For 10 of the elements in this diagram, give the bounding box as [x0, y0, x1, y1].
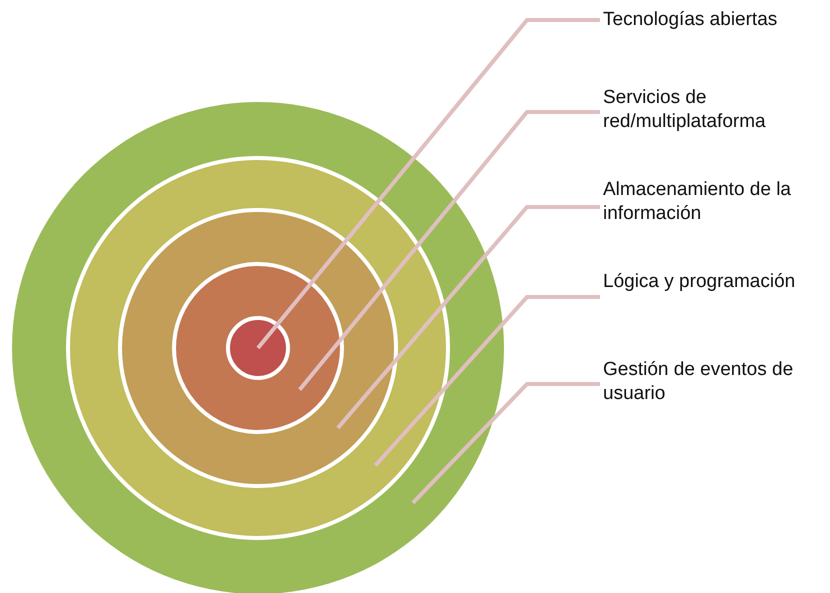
ring-label: Servicios de red/multiplataforma: [603, 86, 828, 134]
leader-line: [256, 18, 600, 350]
leader-line: [411, 382, 600, 504]
leader-line: [298, 110, 600, 391]
ring-label: Tecnologías abiertas: [603, 8, 828, 32]
leader-line: [336, 205, 600, 430]
ring-label: Lógica y programación: [603, 270, 828, 294]
ring-label: Gestión de eventos de usuario: [603, 358, 828, 406]
ring-label: Almacenamiento de la información: [603, 178, 828, 226]
leader-line: [374, 295, 600, 467]
